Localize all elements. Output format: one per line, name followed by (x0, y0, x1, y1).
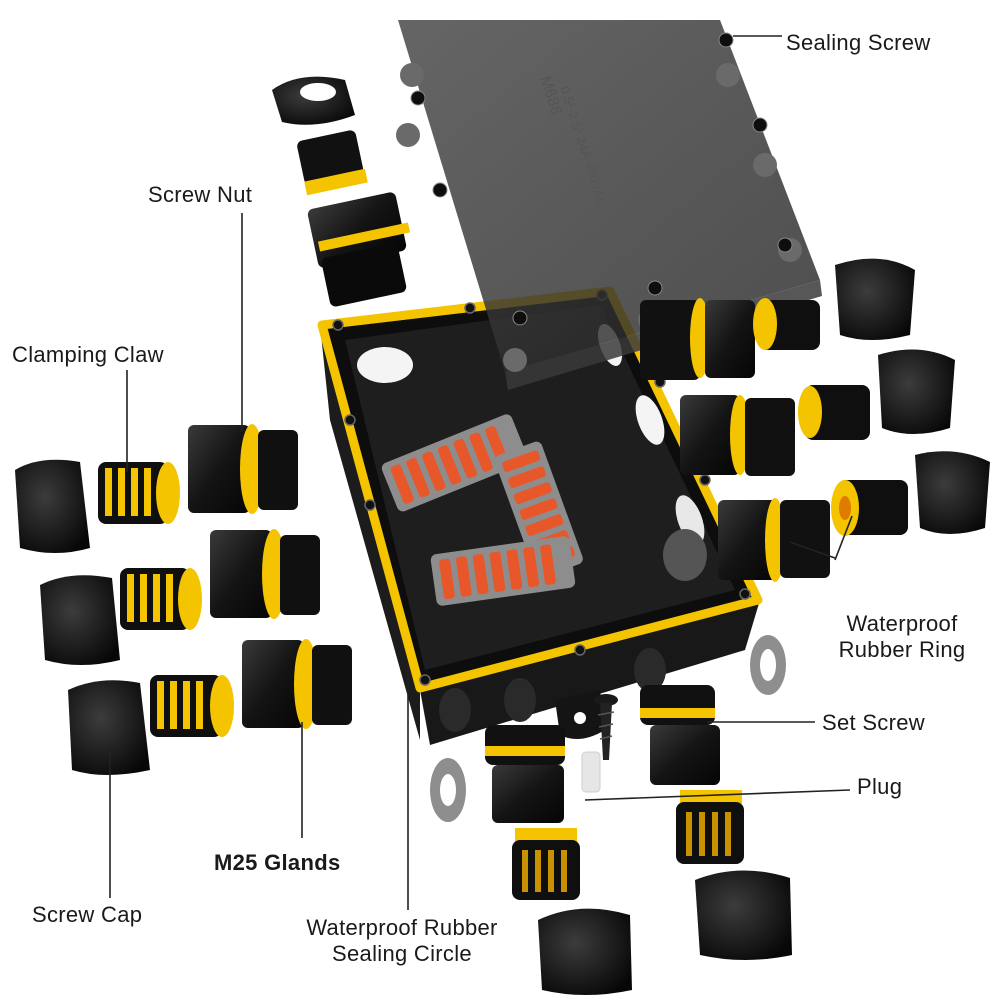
set-screw (594, 694, 618, 760)
leader-lines (109, 35, 853, 910)
clamping-claw-1 (98, 462, 180, 524)
gland-bottom-right (640, 685, 792, 960)
label-sealing-circle-line2: Sealing Circle (332, 941, 472, 967)
label-waterproof-rubber-ring-line2: Rubber Ring (838, 637, 966, 663)
gland-body-left-1 (188, 424, 298, 514)
label-waterproof-rubber-ring-line1: Waterproof (846, 611, 958, 636)
screw-cap-1 (15, 459, 90, 553)
screw-cap-2 (40, 575, 120, 665)
plug (581, 751, 601, 793)
label-screw-nut: Screw Nut (148, 182, 253, 207)
screw-cap-3 (68, 680, 150, 775)
gland-right-2 (680, 349, 955, 476)
clamping-claw-3 (150, 675, 234, 737)
rubber-ring-grey-right (750, 635, 786, 695)
gland-body-left-2 (210, 529, 320, 619)
wire-connector-1 (381, 414, 528, 512)
label-sealing-circle-line1: Waterproof Rubber (306, 915, 498, 940)
clamping-claw-2 (120, 568, 202, 630)
label-set-screw: Set Screw (822, 710, 925, 735)
wire-connector-3 (430, 536, 576, 606)
gland-top (272, 76, 411, 307)
sealing-screws (410, 32, 793, 326)
label-waterproof-rubber-ring: Waterproof Rubber Ring (822, 611, 982, 664)
gland-body-left-3 (242, 639, 352, 729)
label-plug: Plug (857, 774, 903, 799)
label-m25-glands: M25 Glands (214, 850, 341, 875)
label-sealing-screw: Sealing Screw (786, 30, 931, 55)
label-sealing-circle: Waterproof Rubber Sealing Circle (282, 915, 522, 968)
label-clamping-claw: Clamping Claw (12, 342, 164, 367)
gland-bottom-left (485, 725, 632, 995)
rubber-ring-grey-left (430, 758, 466, 822)
gland-right-3 (718, 451, 990, 582)
gland-right-1 (640, 258, 915, 380)
label-screw-cap: Screw Cap (32, 902, 143, 927)
